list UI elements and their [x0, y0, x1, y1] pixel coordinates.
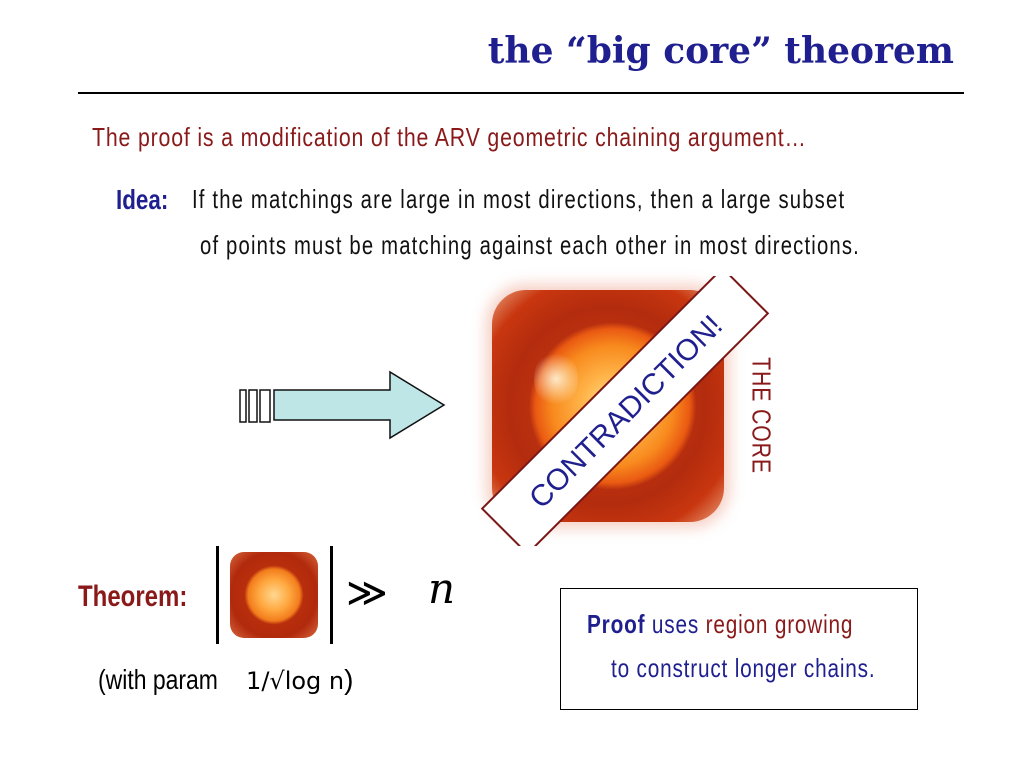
variable-n: n	[428, 564, 456, 613]
theorem-label: Theorem:	[78, 580, 188, 613]
idea-line-2: of points must be matching against each …	[200, 230, 860, 260]
core-highlight	[534, 350, 578, 408]
proof-line-2: to construct longer chains.	[611, 653, 876, 683]
proof-method: region growing	[705, 609, 854, 639]
param-prefix: (with param	[98, 664, 218, 695]
norm-bar-left	[216, 546, 219, 644]
implies-arrow-icon	[239, 370, 446, 440]
core-thumbnail	[230, 552, 318, 638]
proof-word: Proof	[587, 609, 646, 639]
proof-line-1: Proof uses region growing	[587, 609, 853, 640]
proof-uses: uses	[651, 609, 700, 639]
idea-line-1: If the matchings are large in most direc…	[192, 184, 846, 214]
contradiction-text: CONTRADICTION!	[523, 309, 729, 515]
param-note: (with param 1/√log n)	[98, 664, 353, 696]
param-math: 1/√log n	[246, 667, 345, 695]
slide-title: the “big core” theorem	[487, 30, 954, 72]
core-label: THE CORE	[746, 357, 777, 474]
proof-box: Proof uses region growing to construct l…	[560, 588, 918, 710]
much-greater-symbol: ≫	[346, 570, 388, 616]
idea-label: Idea:	[116, 184, 169, 215]
title-rule	[78, 92, 964, 94]
intro-text: The proof is a modification of the ARV g…	[92, 122, 807, 152]
param-suffix: )	[344, 664, 354, 695]
contradiction-banner: CONTRADICTION!	[480, 276, 770, 546]
norm-bar-right	[330, 546, 333, 644]
